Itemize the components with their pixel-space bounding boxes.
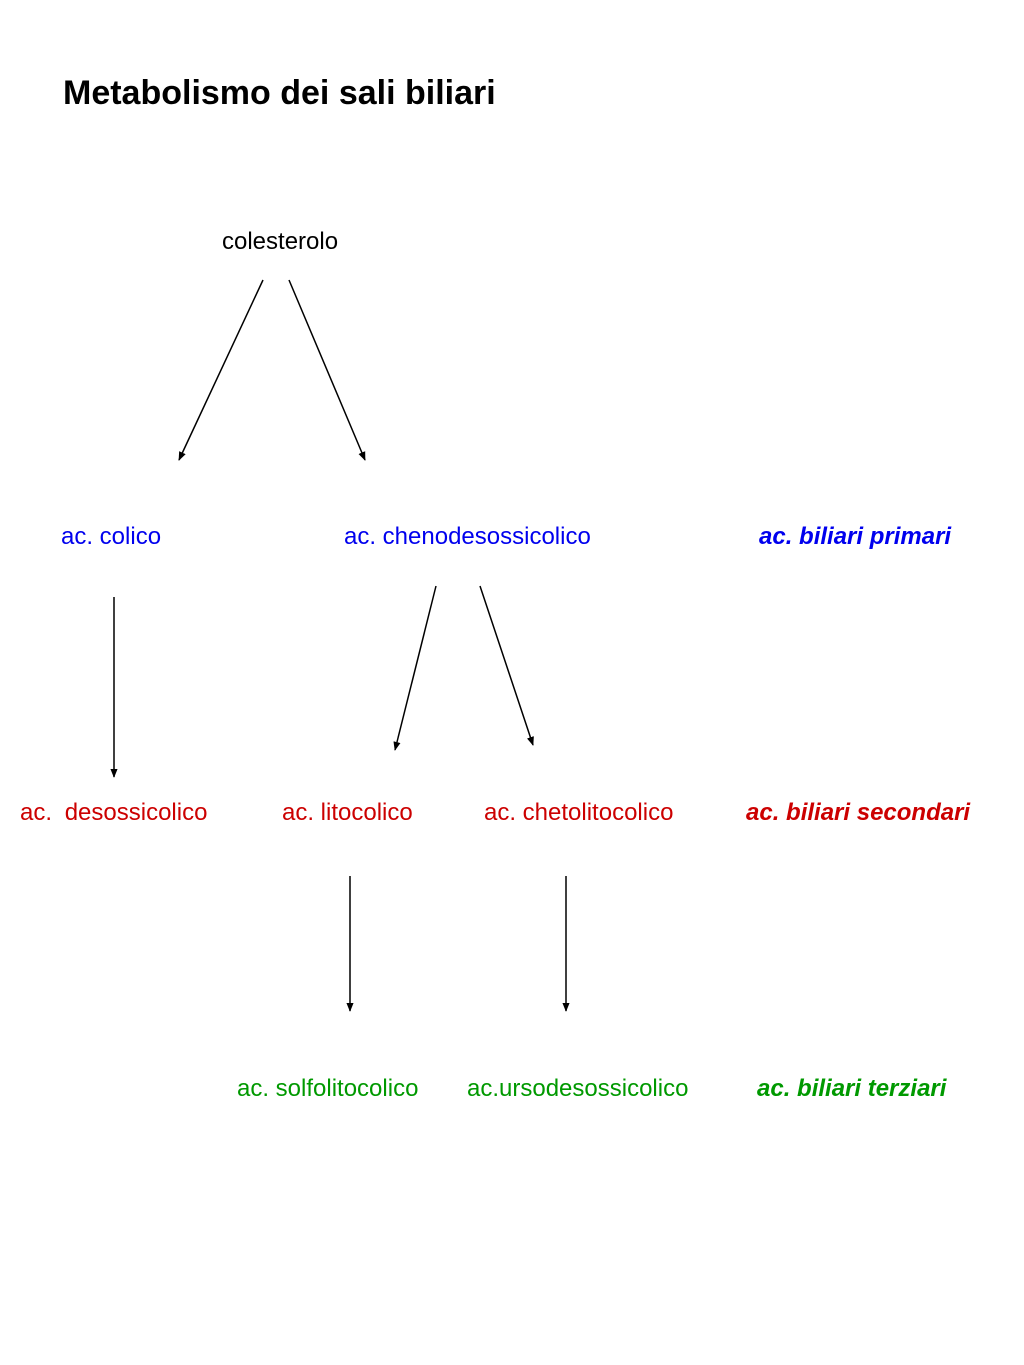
arrow-chenodesossicolico-to-litocolico <box>393 585 437 751</box>
node-ac-desossicolico: ac. desossicolico <box>20 799 207 827</box>
category-primari: ac. biliari primari <box>759 523 952 550</box>
node-ac-solfolitocolico: ac. solfolitocolico <box>237 1075 419 1102</box>
desossicolico-prefix: ac. <box>20 799 53 826</box>
node-ac-litocolico: ac. litocolico <box>282 799 413 826</box>
arrow-colesterolo-to-chenodesossicolico <box>288 279 366 461</box>
page-title: Metabolismo dei sali biliari <box>63 74 496 112</box>
node-colesterolo: colesterolo <box>222 228 339 255</box>
node-ac-chenodesossicolico: ac. chenodesossicolico <box>344 523 591 550</box>
arrow-colesterolo-to-colico <box>178 279 264 461</box>
node-ac-ursodesossicolico: ac.ursodesossicolico <box>467 1075 689 1102</box>
category-secondari: ac. biliari secondari <box>746 799 971 826</box>
arrow-chenodesossicolico-to-chetolitocolico <box>479 585 534 746</box>
desossicolico-name: desossicolico <box>64 799 208 826</box>
category-terziari: ac. biliari terziari <box>757 1075 947 1102</box>
node-ac-chetolitocolico: ac. chetolitocolico <box>484 799 674 826</box>
node-ac-colico: ac. colico <box>61 523 162 550</box>
